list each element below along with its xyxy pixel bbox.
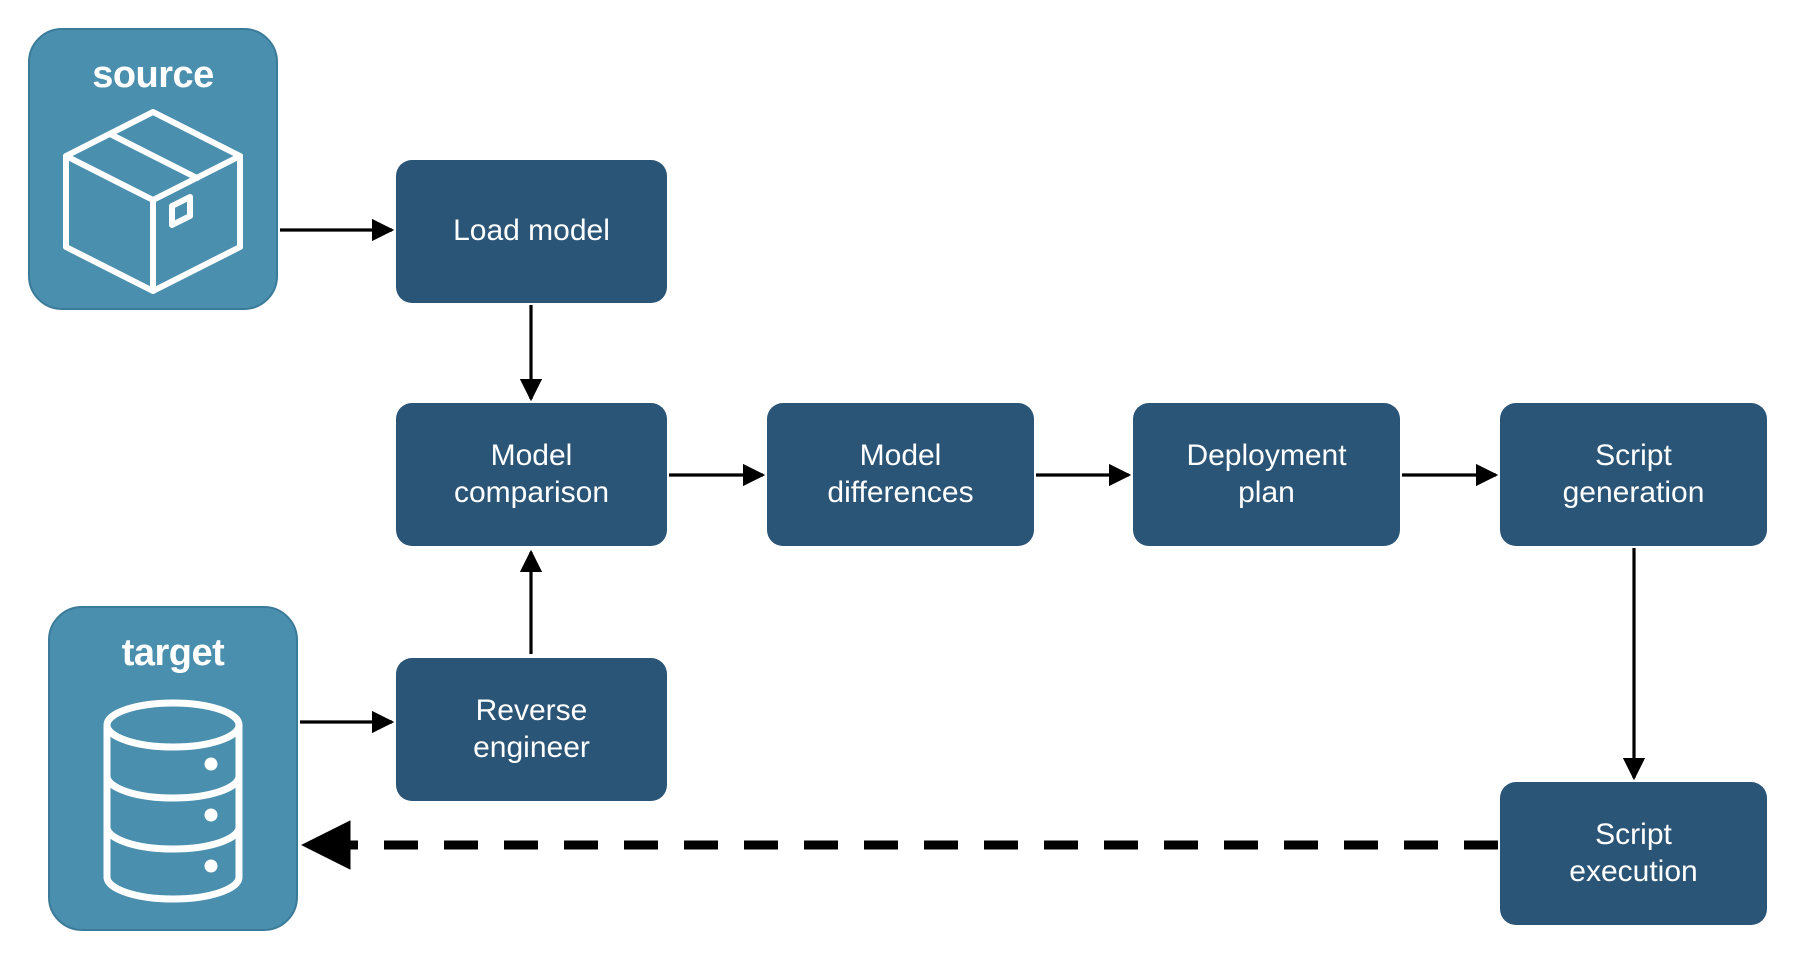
process-label-model-differences: Model differences [827,438,974,509]
database-cylinder-icon-wrap [50,672,296,929]
process-box-script-generation[interactable]: Script generation [1500,403,1767,546]
process-box-deployment-plan[interactable]: Deployment plan [1133,403,1400,546]
process-label-script-generation: Script generation [1562,438,1705,509]
package-box-icon [63,108,243,294]
process-box-model-comparison[interactable]: Model comparison [396,403,667,546]
process-label-script-execution: Script execution [1569,817,1698,888]
process-box-model-differences[interactable]: Model differences [767,403,1034,546]
process-label-deployment-plan: Deployment plan [1186,438,1347,509]
endpoint-label-target: target [121,632,225,674]
endpoint-label-source: source [92,54,214,96]
process-box-script-execution[interactable]: Script execution [1500,782,1767,925]
process-label-model-comparison: Model comparison [453,438,610,509]
process-label-reverse-engineer: Reverse engineer [473,693,590,764]
process-box-reverse-engineer[interactable]: Reverse engineer [396,658,667,801]
endpoint-card-target[interactable]: target [48,606,298,931]
process-label-load-model: Load model [453,214,610,248]
package-box-icon-wrap [30,94,276,308]
process-box-load-model[interactable]: Load model [396,160,667,303]
endpoint-card-source[interactable]: source [28,28,278,310]
database-cylinder-icon [103,699,243,902]
